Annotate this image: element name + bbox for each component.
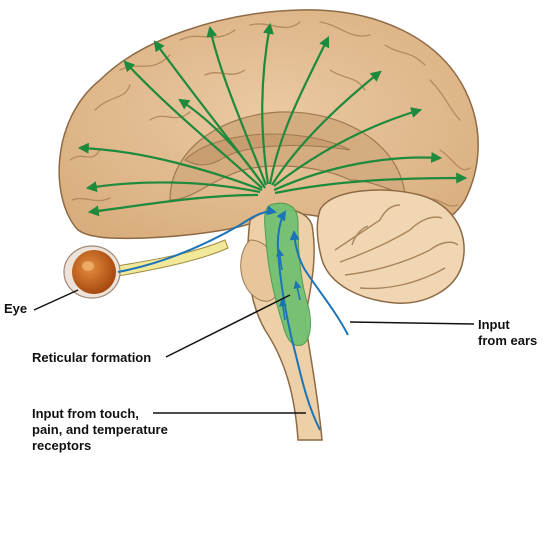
reticular-formation [264,202,311,347]
eye [63,245,121,299]
thalamus [184,133,351,166]
input-from-touch-label: Input from touch, pain, and temperature … [32,406,168,454]
ears-label-line: from ears [478,333,538,348]
touch-label-line: pain, and temperature [32,422,168,437]
touch-label-line: receptors [32,438,92,453]
reticular-formation-label: Reticular formation [32,350,152,365]
ears-label-line: Input [478,317,510,332]
blue-inner-ticks [275,248,302,321]
arbor-vitae [334,204,459,290]
touch-label-line: Input from touch, [32,406,139,421]
input-from-ears-label: Input from ears [478,317,537,349]
green-projections [77,22,468,217]
leader-lines [33,289,475,414]
eye-label: Eye [4,301,28,316]
